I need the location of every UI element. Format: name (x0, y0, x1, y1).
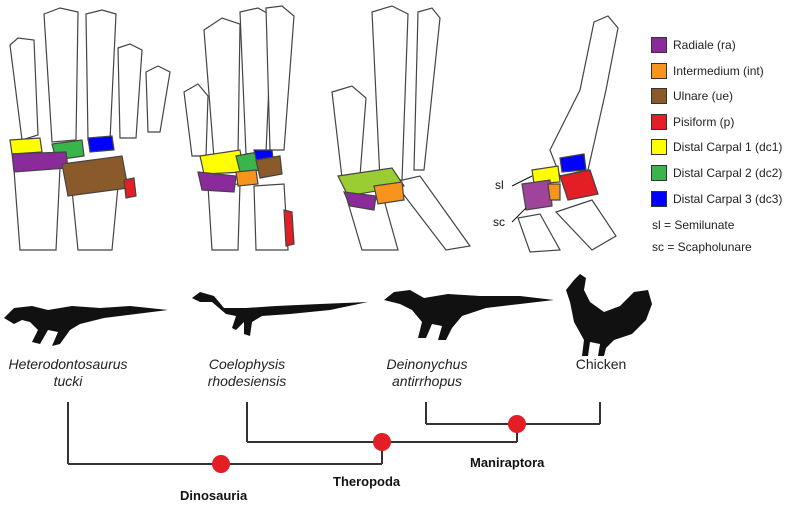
metacarpal-bone (145, 65, 171, 133)
legend-swatch (651, 139, 667, 156)
silhouette-heterodontosaurus (4, 306, 168, 346)
legend-swatch (651, 113, 667, 130)
radius-bone (207, 183, 241, 251)
legend-swatch (651, 164, 667, 181)
wrist-deinonychus (331, 5, 472, 251)
taxon-species: antirrhopus (391, 373, 463, 389)
taxon-coelophysis: Coelophysis rhodesiensis (187, 356, 307, 390)
wrist-heterodontosaurus (9, 7, 171, 251)
legend-swatch (651, 62, 667, 79)
abbreviation-semilunate: sl = Semilunate (652, 218, 735, 232)
node-dinosauria (212, 455, 230, 473)
wrist-coelophysis (183, 5, 295, 251)
legend-swatch (651, 190, 667, 207)
metacarpal-bone (183, 83, 209, 157)
radius-bone (13, 167, 61, 251)
legend-label: Ulnare (ue) (673, 89, 734, 104)
carpometacarpus-bone (549, 15, 619, 177)
legend-item-dc2: Distal Carpal 2 (dc2) (651, 162, 800, 188)
node-theropoda (373, 433, 391, 451)
intermedium-bone (235, 169, 259, 187)
clade-label-dinosauria: Dinosauria (180, 488, 248, 503)
clade-label-maniraptora: Maniraptora (470, 455, 545, 470)
leader-line-sl (511, 175, 533, 187)
taxon-chicken: Chicken (556, 356, 646, 373)
leader-line-sc (511, 207, 527, 223)
semilunate-bone (337, 167, 406, 197)
taxon-species: tucki (53, 373, 83, 389)
legend-label: Distal Carpal 1 (dc1) (673, 140, 783, 155)
metacarpal-bone (371, 5, 409, 181)
dc1-bone (9, 137, 43, 155)
intermedium-bone (373, 181, 405, 205)
legend-label: Distal Carpal 3 (dc3) (673, 191, 783, 206)
wrist-chicken (511, 15, 619, 253)
metacarpal-bone (85, 9, 117, 141)
legend: Radiale (ra) Intermedium (int) Ulnare (u… (651, 34, 800, 213)
clade-label-theropoda: Theropoda (333, 474, 401, 489)
ulnare-bone (255, 155, 283, 179)
taxon-genus: Coelophysis (208, 356, 286, 372)
pisiform-bone (559, 169, 599, 201)
silhouette-coelophysis (192, 292, 368, 336)
metacarpal-bone (9, 37, 39, 141)
taxon-genus: Heterodontosaurus (8, 356, 128, 372)
scapholunare-bone (521, 179, 553, 211)
radiale-bone (343, 191, 377, 211)
pisiform-bone (123, 177, 137, 199)
bone-label-sl: sl (495, 178, 504, 192)
legend-swatch (651, 88, 667, 105)
taxon-species: rhodesiensis (207, 373, 287, 389)
pisiform-bone (283, 209, 295, 247)
metacarpal-bone (265, 5, 295, 151)
metacarpal-bone (43, 7, 79, 143)
ulna-bone (392, 175, 472, 251)
legend-item-dc1: Distal Carpal 1 (dc1) (651, 136, 800, 162)
abbreviation-scapholunare: sc = Scapholunare (652, 240, 752, 254)
dc3-bone (559, 153, 587, 173)
metacarpal-bone (413, 7, 441, 171)
semilunate-bone (531, 165, 561, 185)
legend-label: Radiale (ra) (673, 38, 736, 52)
legend-item-radiale: Radiale (ra) (651, 34, 800, 60)
metacarpal-bone (203, 17, 241, 159)
metacarpal-bone (331, 85, 367, 179)
taxon-heterodontosaurus: Heterodontosaurus tucki (0, 356, 136, 390)
radius-bone (517, 213, 561, 253)
legend-swatch (651, 37, 667, 53)
legend-label: Distal Carpal 2 (dc2) (673, 165, 783, 180)
silhouette-deinonychus (384, 290, 554, 340)
legend-item-pisiform: Pisiform (p) (651, 111, 800, 137)
bone-label-sc: sc (493, 215, 505, 229)
taxon-genus: Deinonychus (386, 356, 468, 372)
radiale-bone (11, 151, 69, 173)
dc3-bone (87, 135, 115, 153)
taxon-deinonychus: Deinonychus antirrhopus (368, 356, 486, 390)
legend-item-dc3: Distal Carpal 3 (dc3) (651, 188, 800, 214)
ulna-bone (253, 183, 289, 251)
legend-label: Pisiform (p) (673, 114, 735, 129)
ulna-bone (554, 199, 617, 251)
node-maniraptora (508, 415, 526, 433)
legend-item-ulnare: Ulnare (ue) (651, 85, 800, 111)
radiale-bone (197, 171, 237, 193)
intermedium-bone (547, 183, 561, 201)
taxon-common-name: Chicken (575, 356, 627, 372)
legend-item-intermedium: Intermedium (int) (651, 60, 800, 86)
legend-label: Intermedium (int) (673, 63, 764, 78)
metacarpal-bone (117, 43, 143, 139)
silhouette-chicken (566, 274, 652, 356)
ulna-bone (71, 185, 119, 251)
